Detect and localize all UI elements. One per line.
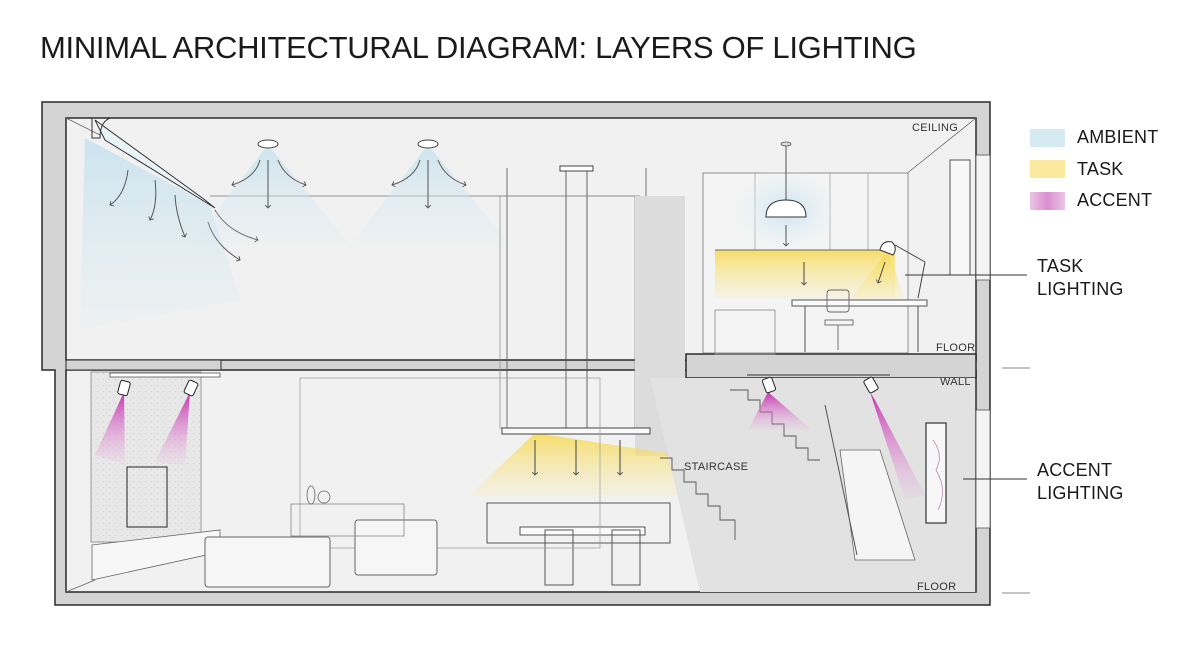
ambient-downlights [190, 139, 510, 245]
accent-swatch [1030, 191, 1065, 210]
legend-label: TASK [1077, 158, 1124, 179]
callout-line-1: TASK [1037, 256, 1084, 276]
dining-linear-pendant [470, 165, 690, 586]
living-accent-wall [90, 371, 601, 588]
callout-line-2: LIGHTING [1037, 483, 1124, 503]
callout-leaders [905, 274, 1030, 594]
callout-line-2: LIGHTING [1037, 279, 1124, 299]
label-lower-floor: FLOOR [917, 581, 957, 593]
legend: AMBIENT TASK ACCENT [1030, 122, 1158, 217]
legend-item-ambient: AMBIENT [1030, 122, 1158, 154]
accent-lighting-callout: ACCENT LIGHTING [1037, 459, 1124, 505]
legend-item-task: TASK [1030, 154, 1158, 186]
legend-item-accent: ACCENT [1030, 185, 1158, 217]
staircase [650, 374, 975, 592]
legend-label: ACCENT [1077, 190, 1153, 211]
label-ceiling: CEILING [912, 122, 959, 134]
legend-label: AMBIENT [1077, 127, 1159, 148]
label-upper-floor: FLOOR [936, 342, 976, 354]
ambient-swatch [1030, 128, 1065, 147]
callout-line-1: ACCENT [1037, 460, 1113, 480]
label-wall: WALL [940, 376, 971, 388]
mezzanine-office [702, 141, 971, 355]
diagram-title: MINIMAL ARCHITECTURAL DIAGRAM: LAYERS OF… [40, 30, 917, 65]
task-lighting-callout: TASK LIGHTING [1037, 255, 1124, 301]
task-swatch [1030, 160, 1065, 179]
label-staircase: STAIRCASE [684, 461, 749, 473]
